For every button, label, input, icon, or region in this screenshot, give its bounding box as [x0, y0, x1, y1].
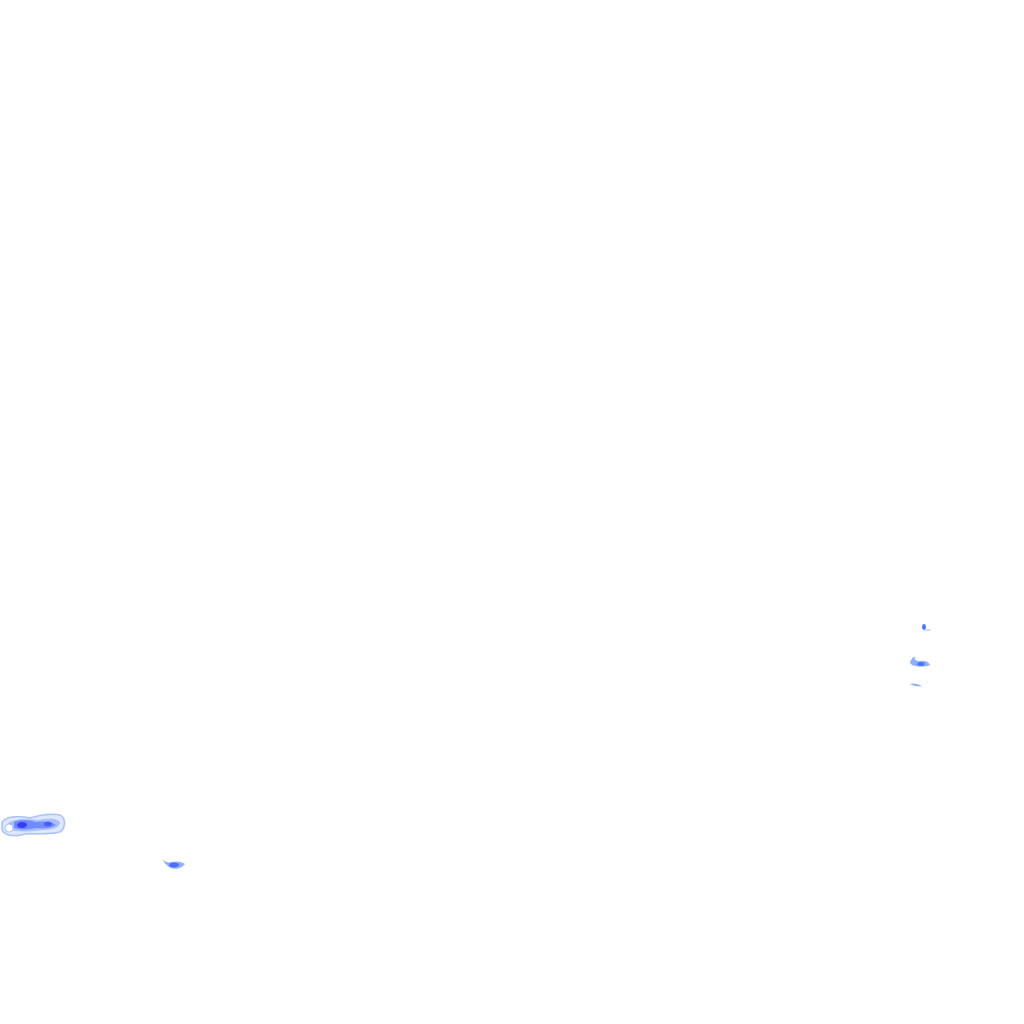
echo-south-west-cell-core [169, 862, 179, 868]
echo-west-band-heavy-2 [44, 821, 52, 827]
echo-east-cell-middle-core [917, 662, 925, 666]
echo-west-band-heavy [17, 822, 27, 828]
echo-east-cell-south [910, 683, 922, 687]
echo-east-cell-north-core [922, 624, 926, 630]
echo-east-cell-north [922, 624, 931, 631]
echo-west-band [1, 813, 66, 837]
echo-south-west-cell [162, 858, 185, 869]
echo-east-cell-south-shape [910, 683, 922, 687]
echo-west-band-hole [4, 823, 14, 833]
echo-east-cell-middle [910, 656, 930, 667]
echo-east-cell-middle-shape [910, 656, 930, 667]
echo-east-cell-north-fringe [925, 629, 931, 631]
